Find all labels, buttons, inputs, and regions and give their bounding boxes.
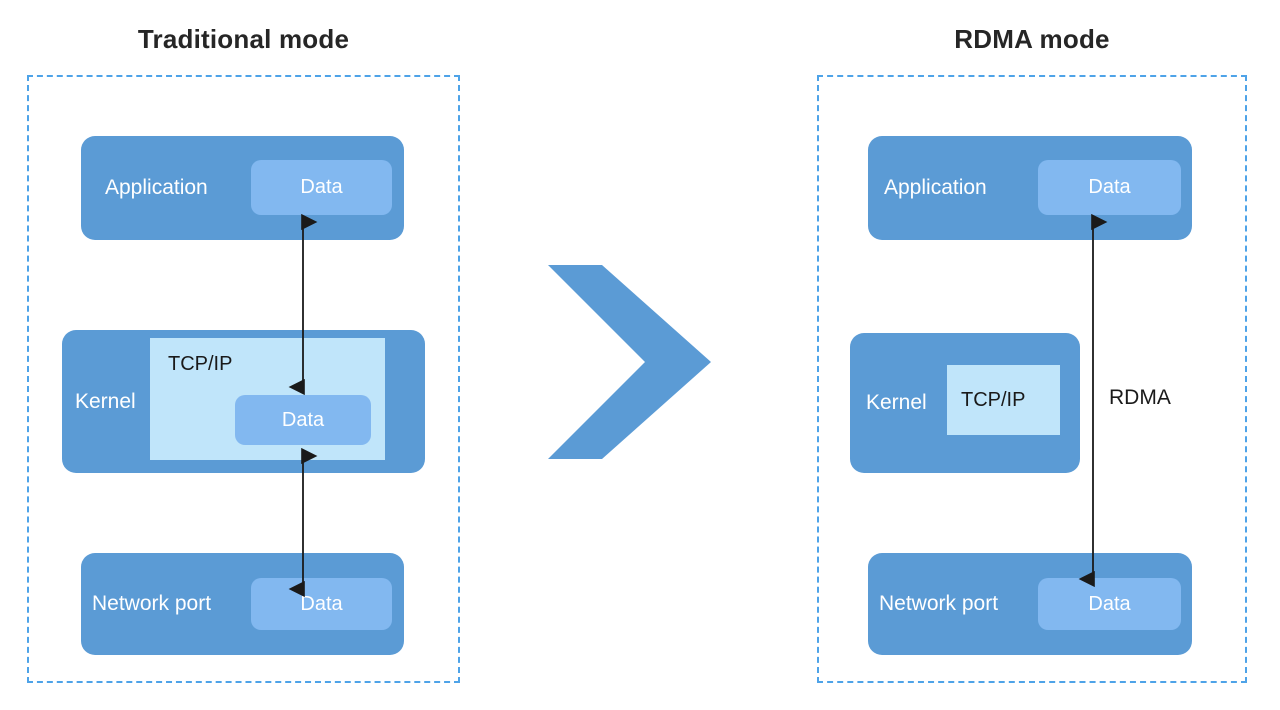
panel-title-traditional: Traditional mode bbox=[137, 24, 350, 54]
traditional-application-data-label: Data bbox=[300, 176, 343, 198]
traditional-application-label: Application bbox=[105, 176, 208, 199]
traditional-tcpip-label: TCP/IP bbox=[168, 353, 233, 375]
rdma-mode-panel bbox=[817, 75, 1247, 683]
chevron-right-icon bbox=[548, 265, 711, 459]
traditional-application-data-chip[interactable]: Data bbox=[251, 160, 392, 215]
traditional-kernel-data-label: Data bbox=[281, 408, 325, 431]
rdma-tcpip-label: TCP/IP bbox=[961, 389, 1026, 411]
panel-title-rdma: RDMA mode bbox=[954, 24, 1110, 54]
traditional-kernel-label: Kernel bbox=[75, 389, 136, 413]
traditional-kernel-data-chip[interactable]: Data bbox=[235, 395, 371, 445]
arrow-app-to-kernel-icon bbox=[288, 213, 318, 396]
rdma-application-label: Application bbox=[884, 176, 987, 199]
rdma-kernel-label: Kernel bbox=[866, 391, 927, 414]
rdma-network-port-data-chip[interactable]: Data bbox=[1038, 578, 1181, 630]
rdma-network-port-data-label: Data bbox=[1088, 592, 1131, 615]
rdma-tcpip-box bbox=[947, 365, 1060, 435]
traditional-network-port-label: Network port bbox=[92, 592, 212, 615]
arrow-kernel-to-network-port-icon bbox=[288, 447, 318, 598]
rdma-application-data-label: Data bbox=[1088, 176, 1131, 198]
rdma-arrow-label: RDMA bbox=[1109, 386, 1171, 409]
rdma-application-data-chip[interactable]: Data bbox=[1038, 160, 1181, 215]
traditional-network-port-data-chip[interactable]: Data bbox=[251, 578, 392, 630]
rdma-network-port-label: Network port bbox=[879, 592, 999, 615]
traditional-mode-panel bbox=[27, 75, 460, 683]
traditional-network-port-data-label: Data bbox=[300, 592, 343, 615]
arrow-rdma-bypass-icon bbox=[1078, 213, 1108, 588]
